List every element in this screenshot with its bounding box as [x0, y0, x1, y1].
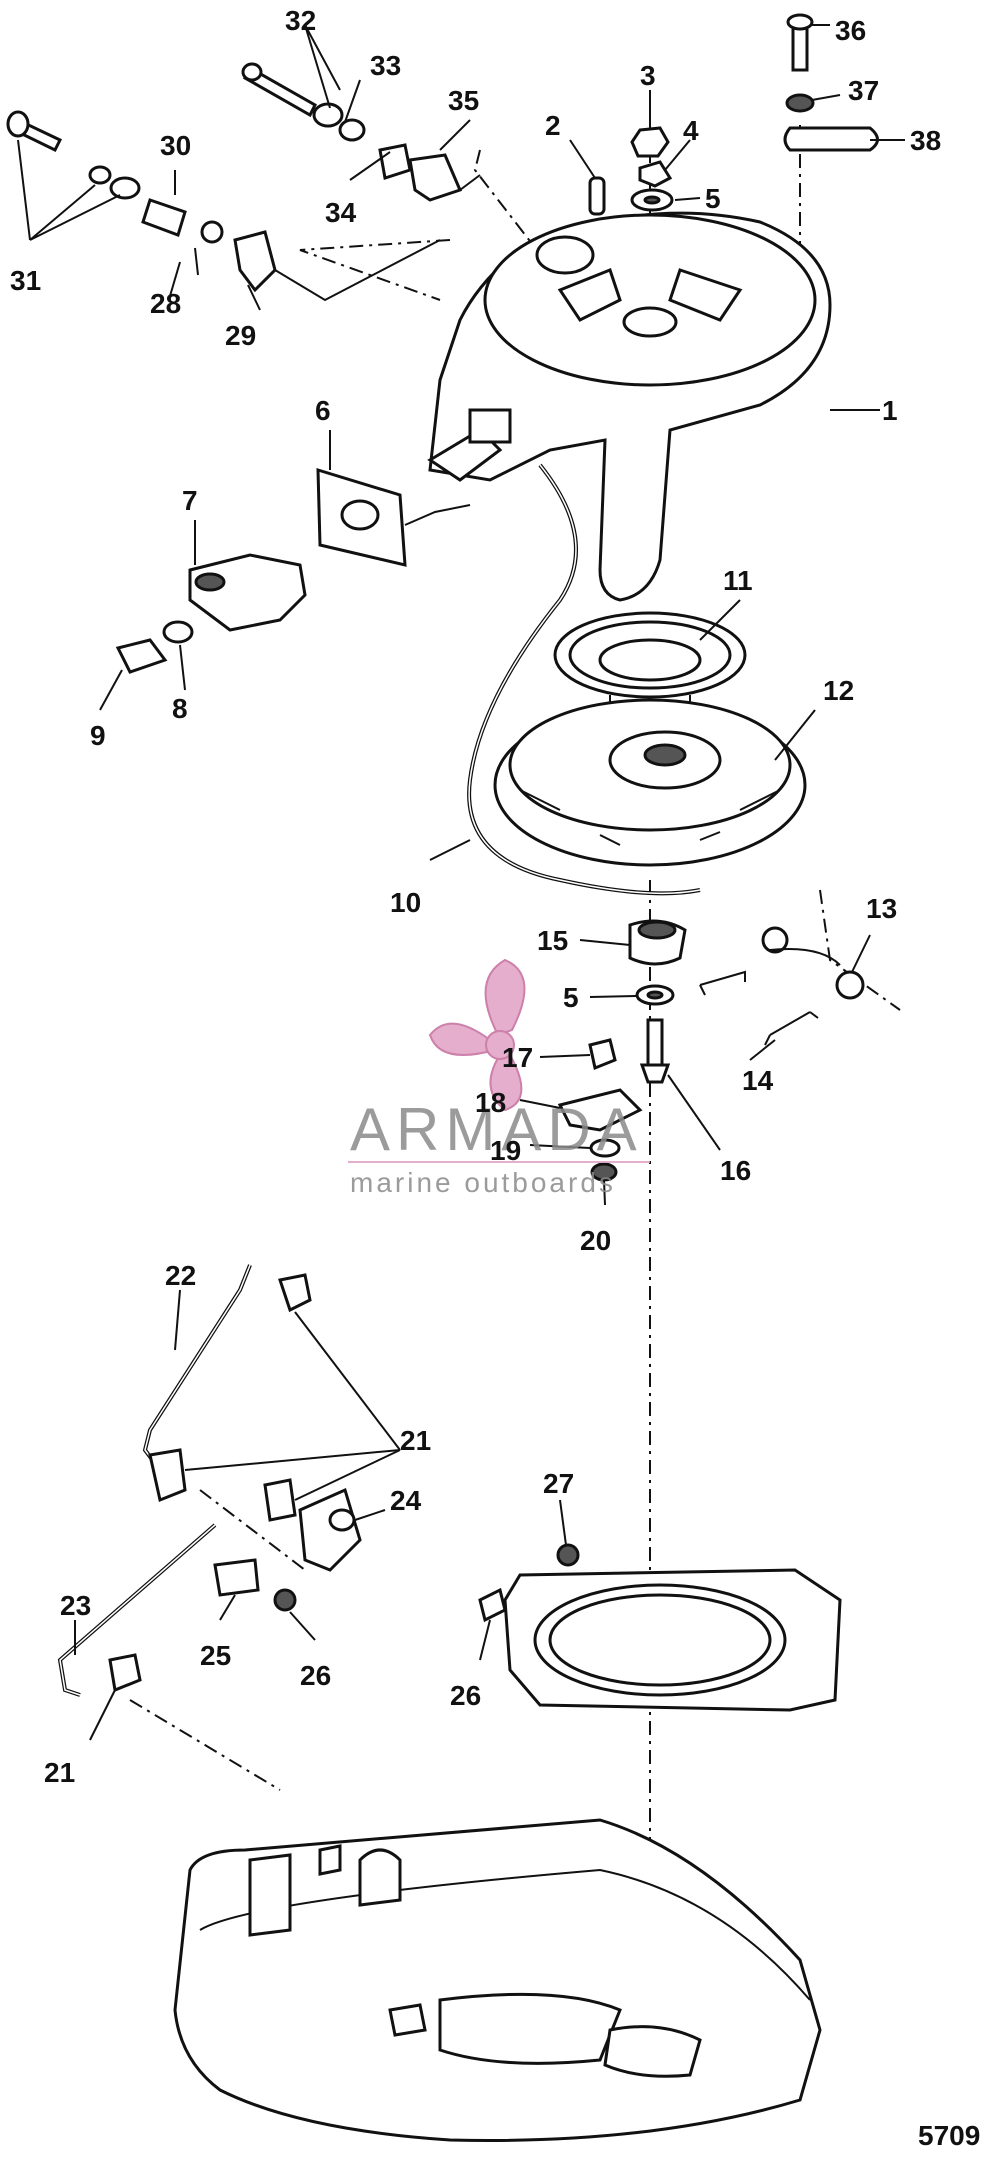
- part-labels: 1 2 3 4 5 6 7 8 9 10 11 12 13 14 15 5 16…: [10, 5, 941, 1788]
- lower-cowl: [173, 1818, 822, 2142]
- label-31: 31: [10, 265, 41, 296]
- watermark-tagline: marine outboards: [350, 1167, 616, 1198]
- shift-lever-assembly: [115, 467, 471, 674]
- retainer-stack: [557, 984, 675, 1182]
- label-20: 20: [580, 1225, 611, 1256]
- label-15: 15: [537, 925, 568, 956]
- label-3: 3: [640, 60, 656, 91]
- label-36: 36: [835, 15, 866, 46]
- label-38: 38: [910, 125, 941, 156]
- label-9: 9: [90, 720, 106, 751]
- label-12: 12: [823, 675, 854, 706]
- label-29: 29: [225, 320, 256, 351]
- starter-rope: [467, 463, 701, 896]
- label-21-upper: 21: [400, 1425, 431, 1456]
- watermark-logo: ARMADA marine outboards: [348, 958, 650, 1198]
- figure-number: 5709: [918, 2120, 980, 2151]
- label-11: 11: [723, 565, 753, 596]
- top-hardware: [588, 126, 674, 216]
- label-37: 37: [848, 75, 879, 106]
- label-33: 33: [370, 50, 401, 81]
- label-17: 17: [502, 1042, 533, 1073]
- label-2: 2: [545, 110, 561, 141]
- label-10: 10: [390, 887, 421, 918]
- label-26-upper: 28: [150, 288, 181, 319]
- mounting-ring: [478, 1543, 842, 1712]
- label-8: 8: [172, 693, 188, 724]
- label-22: 22: [165, 1260, 196, 1291]
- label-4: 4: [683, 115, 699, 146]
- label-18: 18: [475, 1087, 506, 1118]
- label-27: 26: [450, 1680, 481, 1711]
- label-32: 32: [285, 5, 316, 36]
- label-34: 34: [325, 197, 357, 228]
- label-6: 6: [315, 395, 331, 426]
- propeller-icon: [428, 958, 526, 1112]
- label-16: 16: [720, 1155, 751, 1186]
- starter-housing: [427, 211, 832, 602]
- label-5: 5: [705, 183, 721, 214]
- label-7: 7: [182, 485, 198, 516]
- label-26-lower: 26: [300, 1660, 331, 1691]
- label-19: 19: [490, 1135, 521, 1166]
- upper-left-linkage: [6, 62, 481, 302]
- pawl-parts: [628, 919, 865, 1046]
- label-14: 14: [742, 1065, 774, 1096]
- label-28: 27: [543, 1468, 574, 1499]
- label-35: 35: [448, 85, 479, 116]
- watermark-brand: ARMADA: [350, 1096, 643, 1163]
- label-30: 30: [160, 130, 191, 161]
- label-5-lower: 5: [563, 982, 579, 1013]
- label-1: 1: [882, 395, 898, 426]
- label-24: 24: [390, 1485, 422, 1516]
- rope-pulley: [493, 698, 807, 867]
- label-13: 13: [866, 893, 897, 924]
- throttle-linkage: [57, 1264, 362, 1697]
- leader-lines: [17, 24, 905, 1741]
- label-21-lower: 21: [44, 1757, 75, 1788]
- rewind-spring: [553, 611, 747, 716]
- label-23: 23: [60, 1590, 91, 1621]
- label-25: 25: [200, 1640, 231, 1671]
- latch-hardware: [783, 13, 879, 152]
